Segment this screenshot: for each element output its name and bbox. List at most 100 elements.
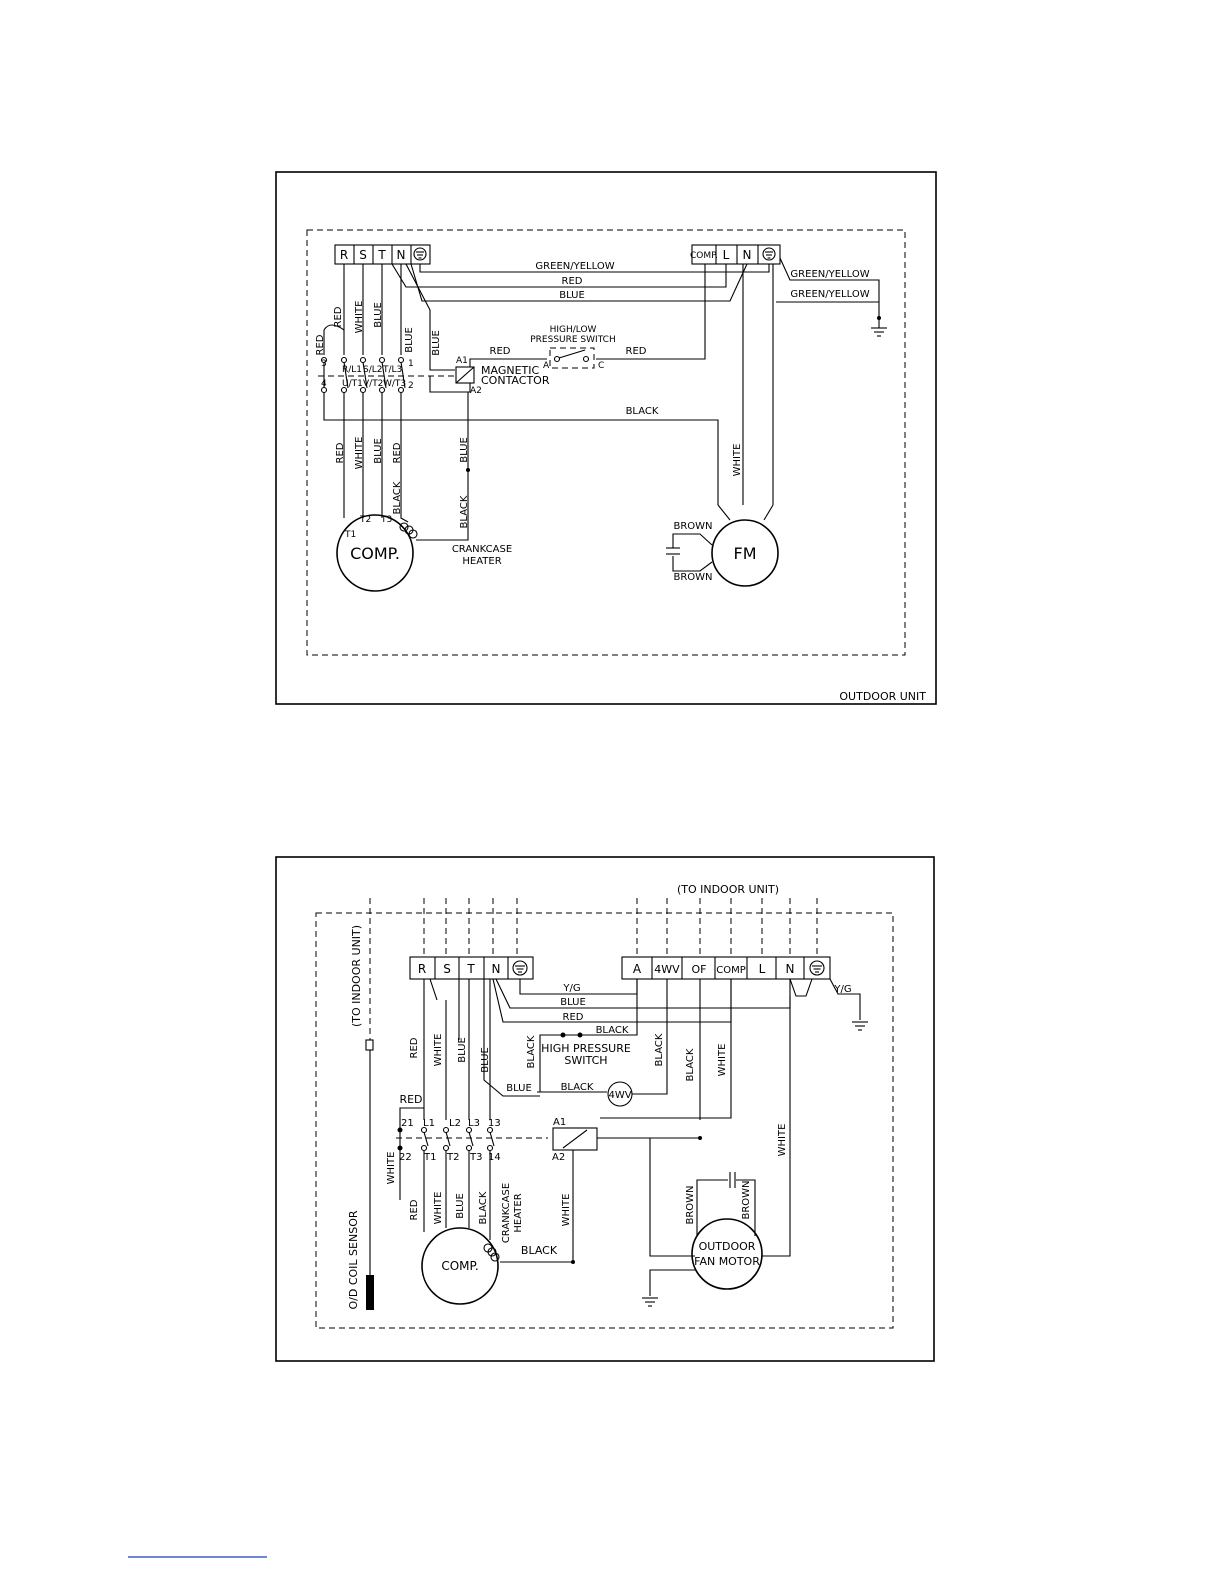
diagram1-caption: OUTDOOR UNIT <box>839 690 926 703</box>
label2-black-hps: BLACK <box>596 1025 629 1036</box>
pressure-switch-label-1: HIGH/LOW <box>550 325 597 335</box>
heater-label-2: HEATER <box>462 556 501 567</box>
contact-top-tl3: T/L3 <box>382 365 402 375</box>
label-red-lower: RED <box>335 442 346 463</box>
ground-icon <box>871 318 887 337</box>
contact2-bottom-22: 22 <box>399 1152 412 1163</box>
contactor2-coil: A1 A2 <box>552 1117 598 1163</box>
terminal-r-label: R <box>340 248 348 262</box>
earth-terminal-icon <box>413 247 427 261</box>
contact-top-sl2: S/L2 <box>363 365 383 375</box>
contact-top-rl1: R/L1 <box>342 365 362 375</box>
label2-blue-vert2: BLUE <box>480 1047 491 1073</box>
label2-white-aux: WHITE <box>386 1152 397 1185</box>
terminal-t-label: T <box>377 248 386 262</box>
coil-a1-label: A1 <box>456 356 468 366</box>
contact2-top-l3: L3 <box>468 1118 480 1129</box>
compressor-icon: T1 T2 T3 COMP. <box>336 514 414 592</box>
pressure-switch-label-2: PRESSURE SWITCH <box>530 335 615 345</box>
label-black-lower: BLACK <box>392 481 403 514</box>
terminal2-a-label: A <box>633 962 642 976</box>
label2-brown-right: BROWN <box>741 1180 752 1219</box>
wire-red-bus <box>391 263 727 288</box>
label2-white-lower: WHITE <box>433 1192 444 1225</box>
terminal2-t-label: T <box>466 962 475 976</box>
terminal2-4wv-label: 4WV <box>654 963 680 976</box>
wire-red-switch-to-comp <box>596 264 706 360</box>
diagram1-contactor-contacts: 3 R/L1 S/L2 T/L3 1 4 U/T1 V/T2 W/T3 2 <box>318 356 455 394</box>
label2-white-fan: WHITE <box>777 1124 788 1157</box>
earth-terminal2-right-icon <box>809 960 825 976</box>
label-red-lower2: RED <box>392 442 403 463</box>
label2-red-bus: RED <box>563 1012 584 1023</box>
terminal2-r-label: R <box>418 962 426 976</box>
contact2-bottom-t1: T1 <box>423 1152 436 1163</box>
comp-label: COMP. <box>350 544 400 563</box>
label2-black-lower: BLACK <box>478 1191 489 1224</box>
terminal-comp-label: COMP. <box>690 251 718 261</box>
capacitor-icon <box>666 547 680 555</box>
terminal2-comp-label: COMP <box>716 965 746 976</box>
fan-motor-icon: FM <box>711 519 779 587</box>
coil2-a1-label: A1 <box>553 1117 566 1128</box>
label2-black-vert1: BLACK <box>526 1035 537 1068</box>
wire2-red-bus <box>492 978 732 1023</box>
label2-black-vert3: BLACK <box>685 1048 696 1081</box>
diagram2-terminal-block-right: A 4WV OF COMP L N <box>621 956 831 980</box>
wire-green-yellow-bus <box>419 264 770 273</box>
label2-blue-4wv: BLUE <box>506 1083 532 1094</box>
heater2-label-1: CRANKCASE <box>501 1183 512 1243</box>
magnetic-contactor-coil: A1 A2 MAGNETIC CONTACTOR <box>455 356 550 396</box>
label2-white-coil: WHITE <box>561 1194 572 1227</box>
contact2-top-13: 13 <box>488 1118 501 1129</box>
label2-black-vert2: BLACK <box>654 1033 665 1066</box>
label-white-lower: WHITE <box>354 437 365 470</box>
terminal2-n-label: N <box>492 962 501 976</box>
label-red-switch-left: RED <box>490 346 511 357</box>
comp-t2-label: T2 <box>359 515 371 525</box>
wire2-black-hps <box>539 979 638 1050</box>
contact-top-3: 3 <box>321 359 327 369</box>
comp-t3-label: T3 <box>380 515 392 525</box>
diagram1-terminal-block-left: R S T N <box>334 244 431 265</box>
label2-white-vert: WHITE <box>433 1034 444 1067</box>
contact-bottom-wt3: W/T3 <box>383 379 406 389</box>
contactor-label-line2: CONTACTOR <box>481 374 550 387</box>
heater-label-1: CRANKCASE <box>452 544 512 555</box>
ground3-icon <box>642 1297 658 1307</box>
contact2-bottom-t3: T3 <box>469 1152 482 1163</box>
label-white-v1: WHITE <box>354 301 365 334</box>
diagram2-dashed-boundary <box>315 912 894 1329</box>
diagram-outdoor-unit-2: (TO INDOOR UNIT) (TO INDOOR UNIT) R <box>275 856 935 1362</box>
diagram2-contactor-contacts: 21 L1 L2 L3 13 22 T1 T2 T3 14 <box>396 1118 548 1163</box>
outdoor-fan-motor-icon: OUTDOOR FAN MOTOR <box>691 1218 763 1290</box>
od-coil-sensor-label: O/D COIL SENSOR <box>347 1210 360 1309</box>
diagram1-frame <box>275 171 937 705</box>
heater2-label-2: HEATER <box>513 1193 524 1232</box>
hps-label-1: HIGH PRESSURE <box>541 1042 631 1055</box>
label-red-v2: RED <box>333 306 344 327</box>
terminal2-s-label: S <box>443 962 451 976</box>
label2-red-vert: RED <box>409 1037 420 1058</box>
label2-brown-left: BROWN <box>685 1185 696 1224</box>
label-blue-bus: BLUE <box>559 290 585 301</box>
label-blue-lower: BLUE <box>373 438 384 464</box>
label-white-fan: WHITE <box>732 444 743 477</box>
label-blue-coil-lower: BLUE <box>459 437 470 463</box>
wire-red-to-switch <box>469 358 547 367</box>
four-way-valve-icon: 4WV <box>607 1081 633 1107</box>
fan-motor-label: FM <box>733 544 756 563</box>
four-way-valve-label: 4WV <box>608 1090 631 1101</box>
wire-earth-1 <box>779 257 880 318</box>
wire2-blue-bus <box>495 978 791 1009</box>
label2-yg-earth: Y/G <box>833 984 851 995</box>
diagram-outdoor-unit-1: R S T N COMP. L N <box>275 171 937 705</box>
diagram2-frame <box>275 856 935 1362</box>
coil-a2-label: A2 <box>470 386 482 396</box>
crankcase-heater2-icon <box>483 1243 500 1262</box>
contact-bottom-vt2: V/T2 <box>363 379 383 389</box>
od-coil-sensor-icon <box>365 1039 374 1310</box>
contact2-bottom-14: 14 <box>488 1152 501 1163</box>
label-blue-v2: BLUE <box>404 327 415 353</box>
label2-blue-vert: BLUE <box>457 1037 468 1063</box>
